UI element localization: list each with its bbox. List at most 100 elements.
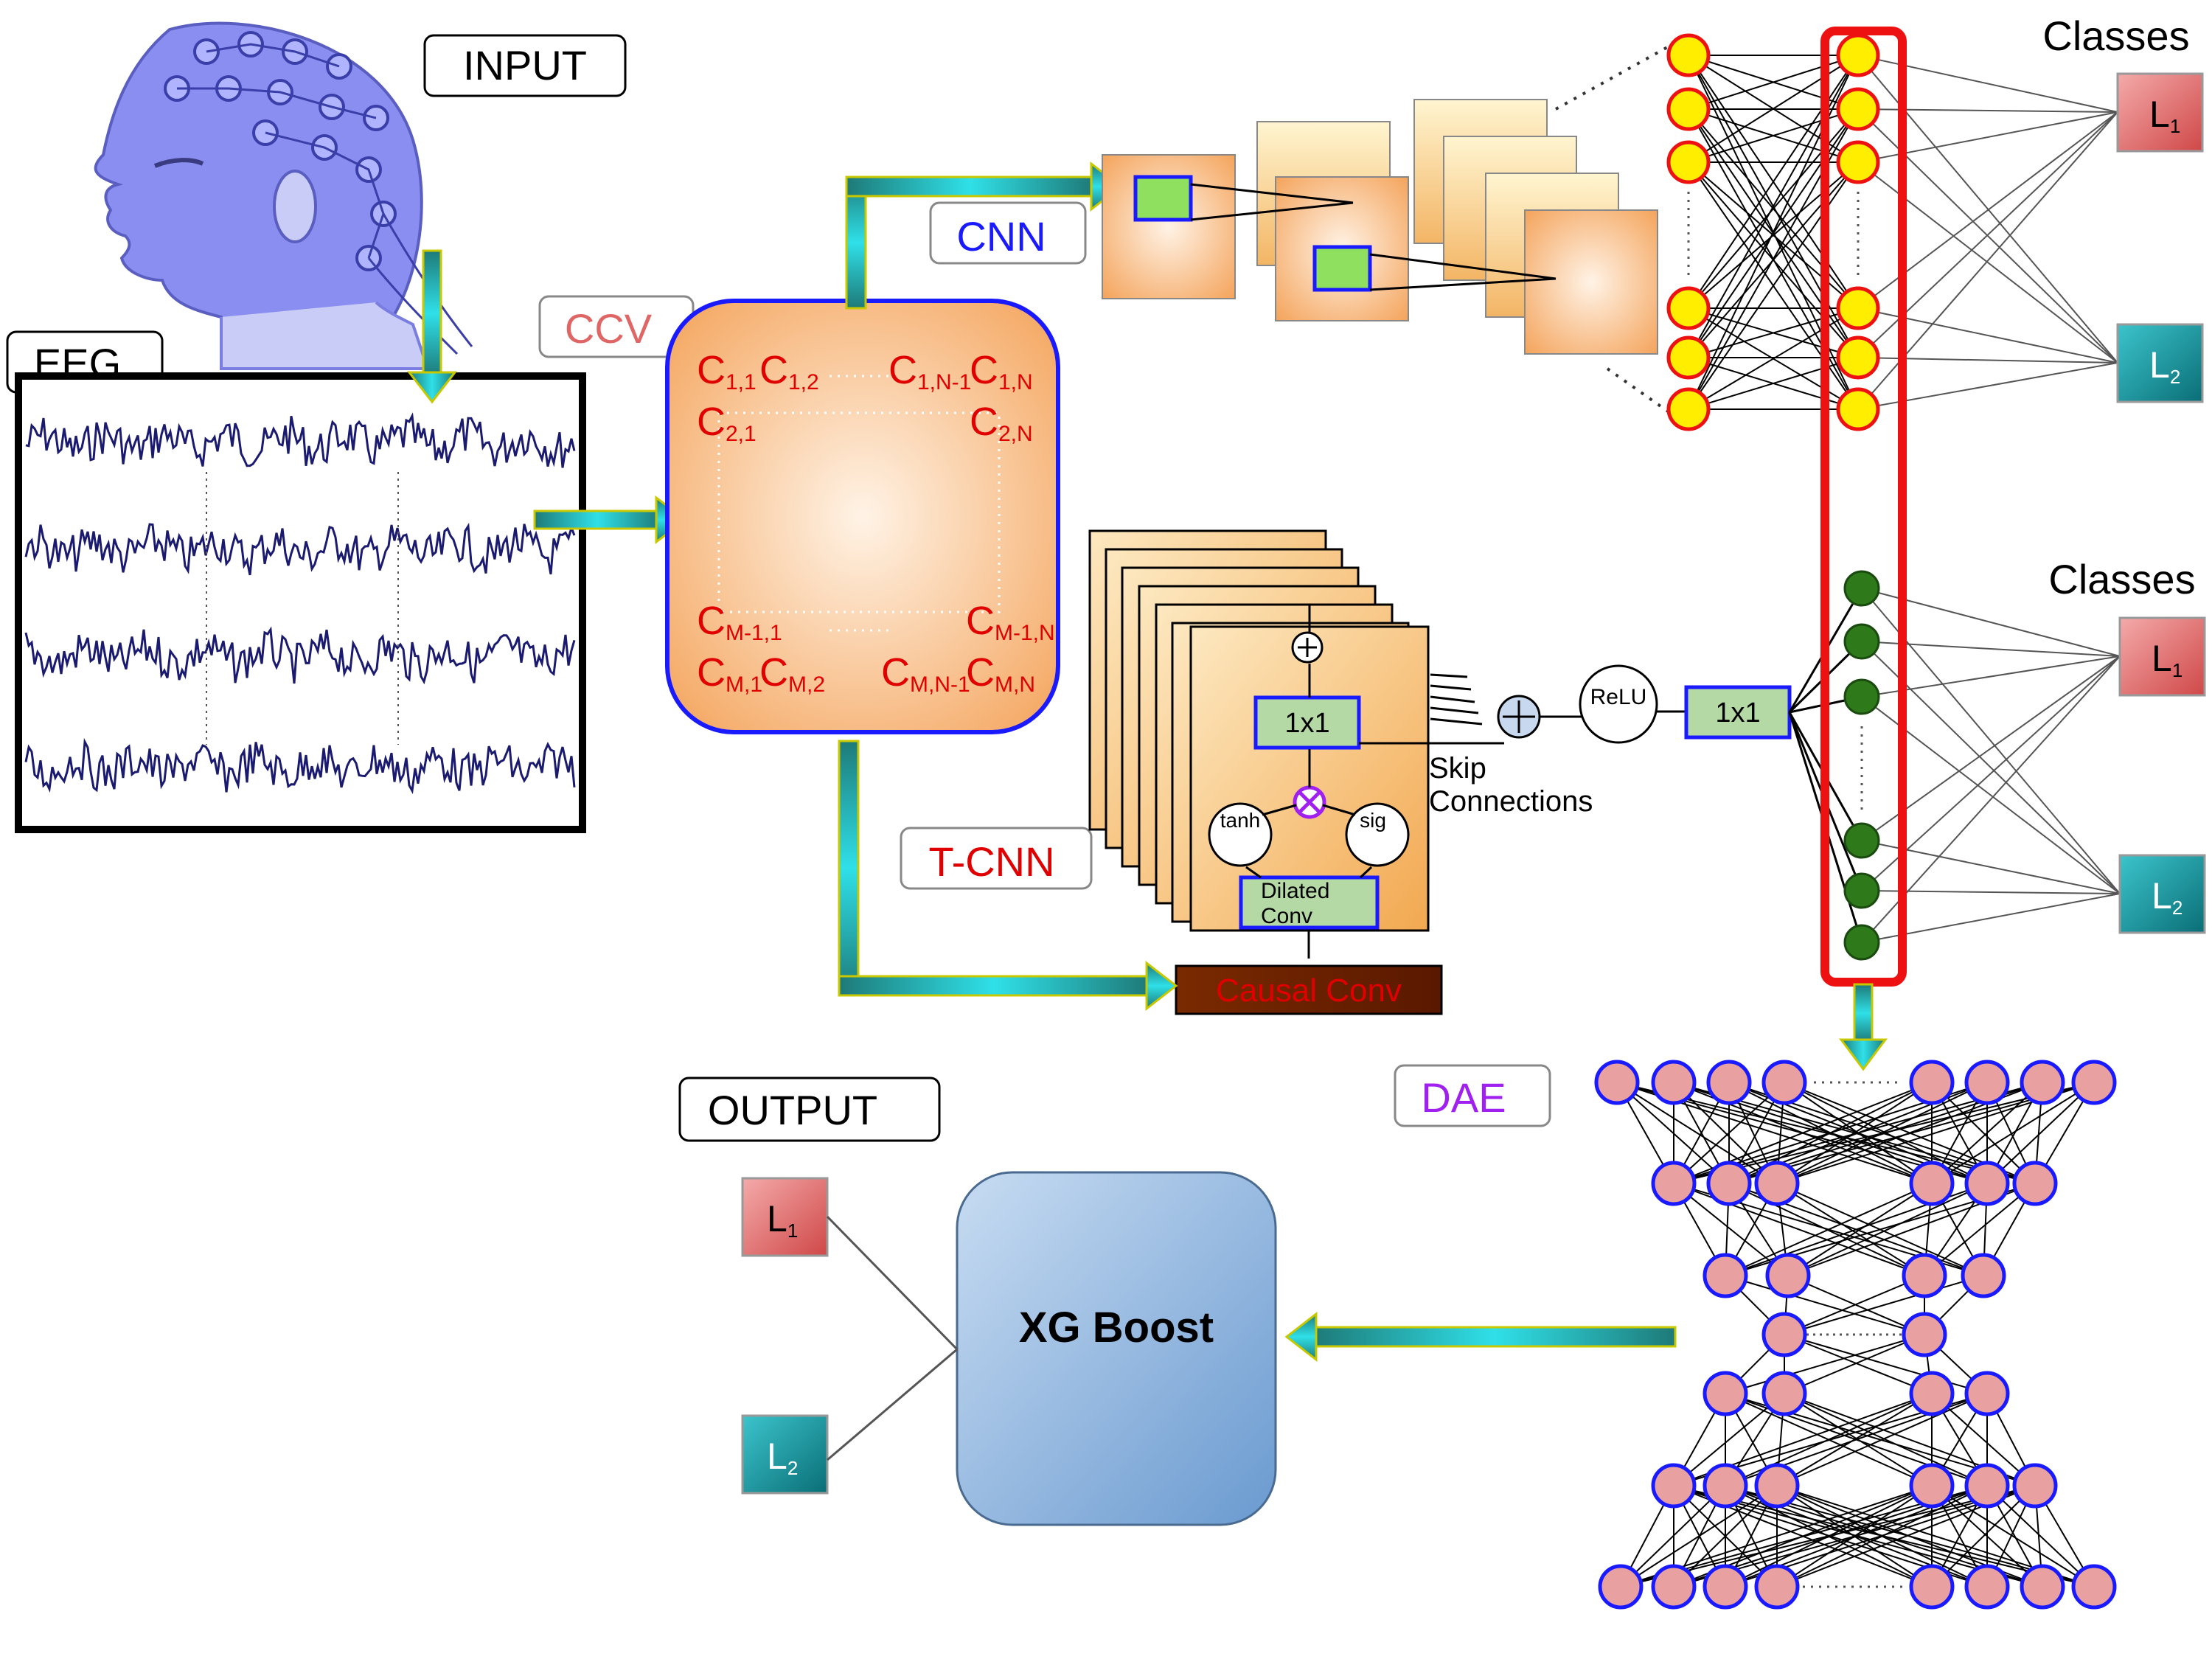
dae-node [1761, 1060, 1807, 1105]
dae-node [2071, 1060, 2117, 1105]
tcnn-node [1843, 872, 1880, 909]
tcnn-node [1843, 570, 1880, 607]
cnn-node [1666, 33, 1711, 77]
dae-edge [1986, 1082, 2095, 1184]
dae-node [1594, 1060, 1640, 1105]
class-l1-top [2116, 72, 2204, 153]
dae-edge [1924, 1183, 2036, 1276]
output-class-l2 [741, 1414, 829, 1495]
sig-label: sig [1360, 809, 1386, 832]
cnn-class-edge [1857, 111, 2118, 309]
dae-node [1703, 1253, 1748, 1298]
class-l1-mid [2118, 616, 2206, 697]
dae-node [1961, 1253, 2006, 1298]
arrow-dae-to-xgboost [1284, 1311, 1677, 1363]
dae-edge [1931, 1082, 2095, 1184]
output-class-l1-label: L1 [767, 1198, 798, 1242]
dae-node [2012, 1161, 2058, 1206]
dae-edge [1776, 1183, 1925, 1276]
dae-node [1761, 1312, 1807, 1357]
cnn-edge [1688, 108, 1859, 410]
dae-edge [1784, 1334, 1925, 1394]
dae-node [1706, 1060, 1752, 1105]
dae-edge [1931, 1485, 2036, 1587]
dae-node [1651, 1161, 1697, 1206]
dae-edge [1620, 1485, 2036, 1587]
dae-edge [1931, 1082, 2036, 1184]
skip-connection-arrows [1359, 673, 1504, 745]
tcnn-node [1843, 924, 1880, 961]
dae-edge [1787, 1183, 1933, 1276]
dae-edge [1725, 1334, 1925, 1394]
cell-cm1: CM,1 [697, 650, 762, 697]
cnn-edge [1688, 161, 1859, 410]
causal-conv-block [1175, 964, 1443, 1015]
dae-node [2071, 1564, 2117, 1610]
fusion-frame [1820, 27, 1907, 987]
dae-node [1754, 1161, 1800, 1206]
dae-node [2020, 1564, 2065, 1610]
tcnn-node [1843, 623, 1880, 660]
dae-node [1909, 1060, 1955, 1105]
cell-c21: C2,1 [697, 400, 757, 446]
cell-c2n: C2,N [970, 400, 1033, 446]
output-label-box [678, 1077, 941, 1142]
dae-node [1964, 1161, 2010, 1206]
ccv-matrix [665, 299, 1060, 734]
arrow-fusion-to-dae [1839, 983, 1888, 1071]
dae-edge [1673, 1082, 1778, 1184]
dae-edge [1620, 1485, 1726, 1587]
cnn-feature-maps [1102, 44, 1672, 414]
cnn-edge [1688, 108, 1859, 163]
skip-label-1: Skip [1429, 752, 1486, 785]
tcnn-label: T-CNN [928, 838, 1054, 885]
dae-node [1964, 1463, 2010, 1509]
dae-node [1964, 1564, 2010, 1610]
dae-edge [1784, 1275, 1925, 1335]
cnn-node [1836, 286, 1880, 330]
arrow-ccv-to-cnn [845, 161, 1123, 310]
cnn-class-edge [1857, 55, 2118, 113]
cnn-node [1666, 87, 1711, 131]
causal-conv-label: Causal Conv [1216, 973, 1402, 1009]
cnn-edge [1688, 55, 1859, 110]
sig-node [1345, 802, 1410, 867]
eeg-traces [24, 412, 576, 795]
cnn-label-box [929, 201, 1087, 265]
cnn-node [1836, 140, 1880, 184]
dae-label-box [1394, 1064, 1551, 1127]
dae-edge [1784, 1275, 1984, 1335]
tcnn-node [1843, 822, 1880, 859]
output-class-l2-label: L2 [767, 1436, 798, 1479]
cell-c1n1: C1,N-1 [888, 348, 971, 394]
dae-node [1651, 1463, 1697, 1509]
tcnn-node [1843, 678, 1880, 715]
dilated-conv-block [1239, 875, 1380, 930]
dae-node [1706, 1161, 1752, 1206]
dae-label: DAE [1421, 1074, 1506, 1121]
cnn-edge [1688, 55, 1859, 163]
cell-c1n: C1,N [970, 348, 1033, 394]
output-label: OUTPUT [708, 1087, 877, 1133]
dae-edge [1784, 1334, 1933, 1394]
class-l2-top [2116, 323, 2204, 403]
eeg-trace-4 [24, 737, 576, 795]
class-l2-top-label: L2 [2149, 344, 2180, 388]
dae-node [1651, 1060, 1697, 1105]
cnn-node [1666, 140, 1711, 184]
cnn-nodes [1666, 33, 1880, 431]
tcnn-1x1-block [1253, 695, 1361, 750]
dae-node [1902, 1253, 1947, 1298]
cnn-class-edge [1857, 108, 2118, 364]
arrow-ccv-to-causal-conv [838, 740, 1178, 1012]
eeg-trace-1 [25, 412, 576, 468]
dae-node [1754, 1463, 1800, 1509]
cnn-edge [1688, 55, 1859, 410]
dae-edge [1784, 1393, 1988, 1486]
input-label: INPUT [463, 42, 587, 88]
tcnn-block-internals: Dilated Conv tanh sig 1x1 [1208, 605, 1410, 959]
dae-edge [1784, 1334, 1988, 1394]
cnn-node [1836, 387, 1880, 431]
classes-top-label: Classes [2042, 13, 2189, 59]
cnn-class-edge [1857, 161, 2118, 364]
